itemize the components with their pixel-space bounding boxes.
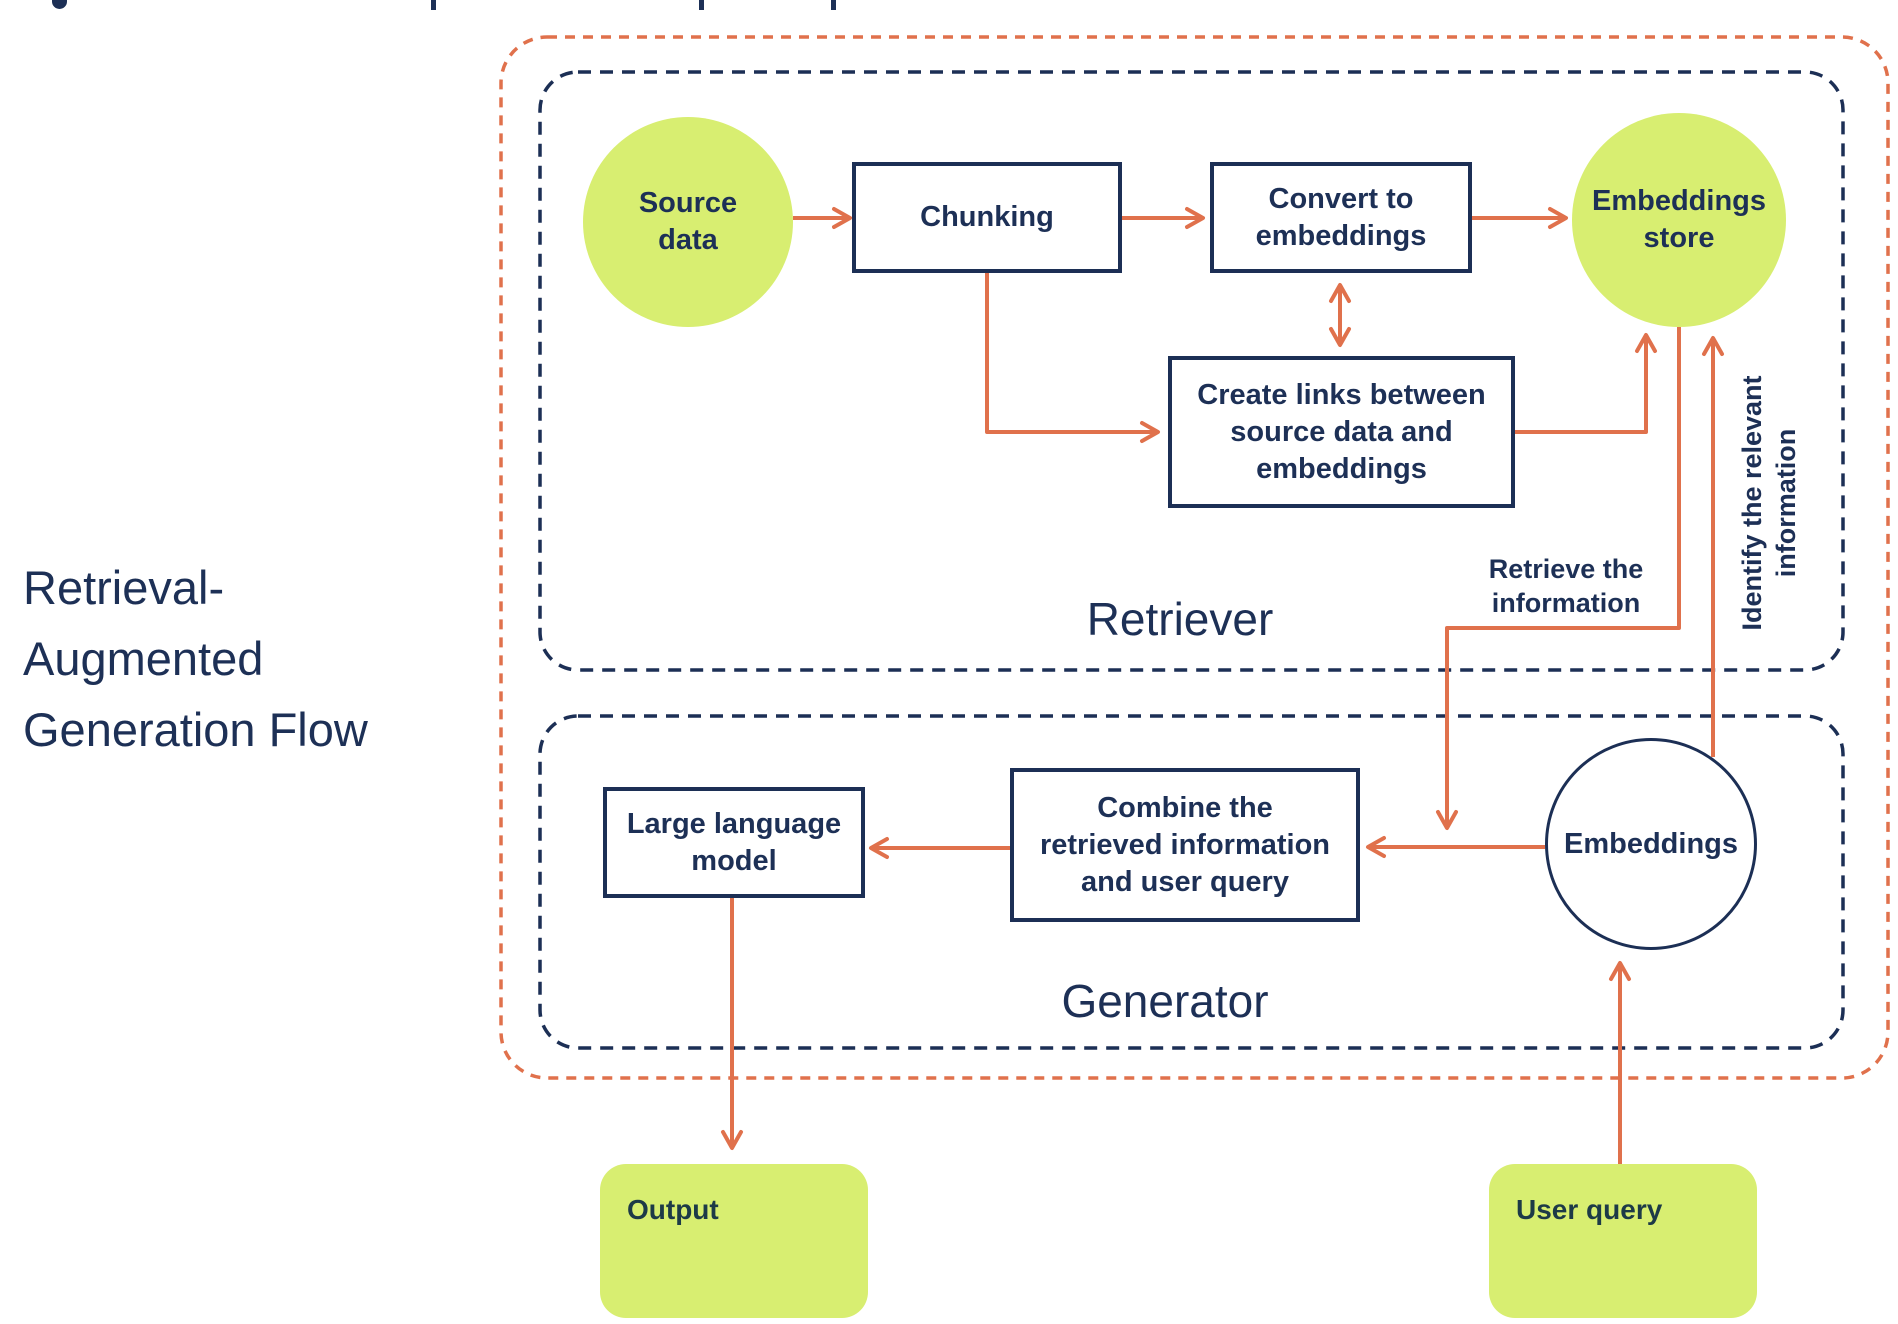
arrow-chunking-to-create-links [985,273,1160,443]
node-llm-label: Large language model [626,807,842,877]
node-convert-to-embeddings: Convert to embeddings [1210,162,1472,273]
page-title: Retrieval- Augmented Generation Flow [23,561,368,756]
node-chunking-label: Chunking [920,201,1054,233]
node-convert-to-embeddings-label: Convert to embeddings [1255,182,1427,252]
node-embeddings: Embeddings [1545,738,1757,950]
retrieve-information-label: Retrieve the information [1488,554,1644,618]
cropped-caption-fragment [431,0,436,10]
node-create-links: Create links between source data and emb… [1168,356,1515,508]
node-output-label: Output [627,1194,719,1225]
node-source-data-label: Source data [638,187,738,256]
generator-section-label: Generator [1061,975,1269,1027]
node-combine: Combine the retrieved information and us… [1010,768,1360,922]
cropped-caption-fragment [831,0,836,10]
cropped-caption-fragment [699,0,704,10]
node-embeddings-store-label: Embeddings store [1591,185,1766,254]
node-chunking: Chunking [852,162,1122,273]
cropped-caption-fragment [52,0,67,9]
retriever-section-label: Retriever [1086,593,1274,645]
node-embeddings-label: Embeddings [1563,827,1738,860]
node-source-data: Source data [583,117,793,327]
node-user-query-label: User query [1516,1194,1663,1225]
node-embeddings-store: Embeddings store [1572,113,1786,327]
identify-relevant-information-label: Identify the relevant information [1737,375,1801,631]
node-combine-label: Combine the retrieved information and us… [1039,791,1331,898]
node-create-links-label: Create links between source data and emb… [1197,378,1486,485]
arrow-create-links-to-embeddings-store [1515,333,1657,434]
node-user-query: User query [1489,1164,1757,1318]
node-output: Output [600,1164,868,1318]
node-llm: Large language model [603,787,865,898]
